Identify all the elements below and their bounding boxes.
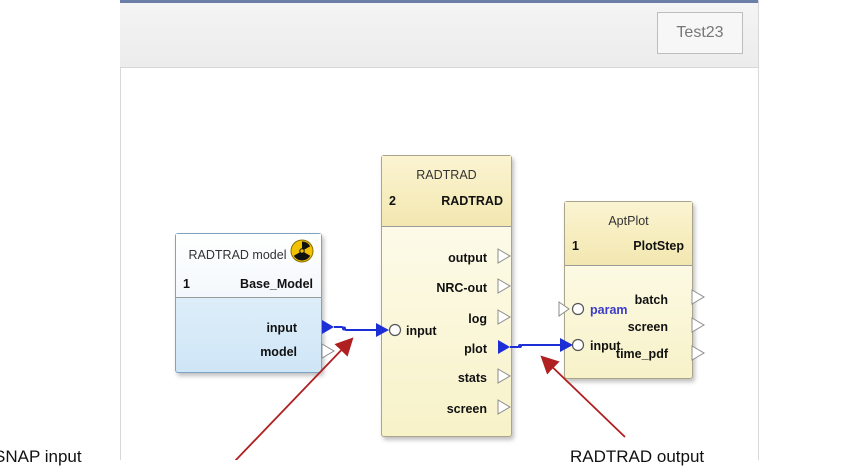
port-triangle-model[interactable] bbox=[321, 343, 335, 359]
port-input-input[interactable]: input bbox=[590, 339, 621, 353]
node-number: 1 bbox=[572, 239, 579, 253]
connector-radtrad-to-aptplot[interactable] bbox=[510, 344, 562, 348]
port-output-screen[interactable]: screen bbox=[627, 320, 668, 334]
port-circle-param[interactable] bbox=[571, 302, 585, 316]
node-header: AptPlot 1 PlotStep bbox=[565, 202, 692, 266]
port-triangle-input[interactable] bbox=[322, 320, 334, 334]
node-title: AptPlot bbox=[608, 214, 649, 228]
connector-model-to-radtrad[interactable] bbox=[334, 326, 378, 331]
port-output-plot[interactable]: plot bbox=[464, 342, 487, 356]
node-radtrad-model[interactable]: RADTRAD model 1 Base_Model input model bbox=[175, 233, 322, 373]
connector-arrowhead bbox=[376, 323, 389, 337]
port-triangle-log[interactable] bbox=[497, 309, 511, 325]
connector-joint bbox=[342, 326, 346, 331]
port-triangle-param[interactable] bbox=[558, 301, 570, 317]
node-instance: RADTRAD bbox=[441, 194, 503, 208]
connector-arrowhead bbox=[560, 338, 573, 352]
toolbar: Test23 bbox=[120, 0, 758, 68]
port-triangle-output[interactable] bbox=[497, 248, 511, 264]
port-output-model[interactable]: model bbox=[260, 345, 297, 359]
port-output-output[interactable]: output bbox=[448, 251, 487, 265]
test23-button[interactable]: Test23 bbox=[657, 12, 743, 54]
node-number: 1 bbox=[183, 277, 190, 291]
port-circle-input[interactable] bbox=[388, 323, 402, 337]
node-radtrad[interactable]: RADTRAD 2 RADTRAD input output NRC-out l… bbox=[381, 155, 512, 437]
node-aptplot[interactable]: AptPlot 1 PlotStep param input batch scr… bbox=[564, 201, 693, 379]
port-triangle-screen[interactable] bbox=[497, 399, 511, 415]
port-output-input[interactable]: input bbox=[266, 321, 297, 335]
annotation-arrow-left bbox=[234, 337, 354, 460]
node-instance: Base_Model bbox=[240, 277, 313, 291]
node-header: RADTRAD model 1 Base_Model bbox=[176, 234, 321, 298]
port-output-batch[interactable]: batch bbox=[634, 293, 668, 307]
port-input-input[interactable]: input bbox=[406, 324, 437, 338]
port-triangle-stats[interactable] bbox=[497, 368, 511, 384]
annotation-right: RADTRAD output bbox=[570, 447, 705, 466]
annotation-left: SNAP input bbox=[0, 447, 82, 466]
radiation-icon bbox=[290, 239, 314, 263]
port-input-param[interactable]: param bbox=[590, 303, 628, 317]
port-output-nrc-out[interactable]: NRC-out bbox=[436, 281, 487, 295]
node-instance: PlotStep bbox=[633, 239, 684, 253]
port-circle-aptplot-input[interactable] bbox=[571, 338, 585, 352]
node-number: 2 bbox=[389, 194, 396, 208]
port-triangle-aptplot-screen[interactable] bbox=[691, 317, 705, 333]
connector-joint bbox=[518, 344, 522, 348]
node-title: RADTRAD bbox=[416, 168, 477, 182]
port-output-screen[interactable]: screen bbox=[446, 402, 487, 416]
port-triangle-batch[interactable] bbox=[691, 289, 705, 305]
port-triangle-time-pdf[interactable] bbox=[691, 345, 705, 361]
port-triangle-plot[interactable] bbox=[498, 340, 510, 354]
port-output-time-pdf[interactable]: time_pdf bbox=[615, 347, 668, 361]
port-output-log[interactable]: log bbox=[468, 312, 487, 326]
annotation-arrow-right bbox=[540, 355, 626, 438]
node-title: RADTRAD model bbox=[188, 248, 287, 262]
port-output-stats[interactable]: stats bbox=[457, 371, 487, 385]
node-header: RADTRAD 2 RADTRAD bbox=[382, 156, 511, 227]
port-triangle-nrc-out[interactable] bbox=[497, 278, 511, 294]
